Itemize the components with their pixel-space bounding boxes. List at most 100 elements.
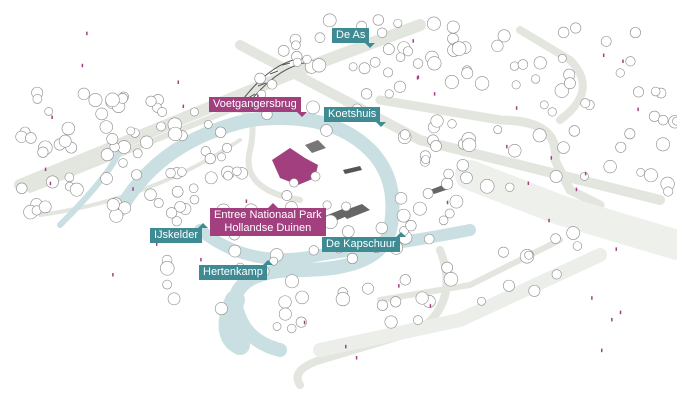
tree (508, 144, 522, 158)
tree (497, 29, 511, 43)
tree (38, 200, 52, 214)
tree (145, 95, 157, 107)
person-marker (446, 200, 449, 205)
tree (165, 207, 178, 219)
person-marker (412, 39, 414, 43)
tree (395, 52, 406, 62)
tree (430, 140, 442, 152)
label-voetgangersbrug[interactable]: Voetgangersbrug (209, 97, 307, 117)
tree (633, 86, 644, 98)
tree (551, 269, 562, 280)
tree (517, 59, 529, 70)
person-marker (398, 284, 400, 288)
tree (405, 219, 417, 232)
tree (292, 57, 302, 67)
label-hertenkamp[interactable]: Hertenkamp (199, 260, 273, 280)
tree (390, 296, 402, 308)
tree (376, 299, 389, 311)
tree (399, 129, 411, 140)
tree (430, 114, 444, 128)
tree (394, 192, 408, 205)
tree (624, 128, 636, 140)
label-entree-line1: Entree Nationaal Park (214, 209, 322, 221)
tree (160, 261, 175, 276)
tree (524, 250, 534, 260)
tree (493, 125, 503, 134)
tree (412, 58, 424, 69)
tree (214, 126, 227, 138)
tree (533, 56, 547, 70)
tree (615, 141, 627, 153)
tree (77, 87, 90, 100)
label-koetshuis[interactable]: Koetshuis (324, 107, 387, 127)
tree (64, 172, 75, 183)
tree (278, 295, 292, 309)
koetshuis-building (305, 140, 326, 153)
small-building (343, 166, 362, 174)
tree (399, 274, 411, 286)
tree (360, 88, 373, 100)
person-marker (86, 31, 88, 36)
tree (203, 120, 213, 129)
tree (167, 292, 181, 306)
tree (393, 80, 406, 93)
tree (438, 215, 449, 226)
tree (335, 291, 350, 307)
tree (375, 221, 388, 234)
tree (415, 291, 429, 305)
person-marker (417, 75, 420, 79)
tree (308, 245, 319, 256)
person-marker (591, 296, 593, 300)
tree (564, 77, 576, 90)
tree (505, 182, 515, 192)
tree (443, 272, 459, 287)
tree (644, 168, 658, 183)
person-marker (44, 167, 47, 172)
tree (106, 133, 119, 145)
tree (106, 198, 120, 212)
tree (314, 32, 326, 43)
tree (479, 179, 495, 194)
label-de-kapschuur[interactable]: De Kapschuur (322, 232, 406, 252)
tree (223, 170, 233, 181)
label-entree-line2: Hollandse Duinen (224, 222, 312, 234)
tree (580, 172, 589, 181)
tree (509, 61, 520, 71)
person-marker (506, 144, 508, 149)
person-marker (177, 80, 180, 84)
tree (427, 56, 442, 71)
tree (444, 75, 459, 89)
person-marker (257, 94, 259, 99)
tree (165, 167, 176, 179)
tree (278, 307, 292, 321)
tree (528, 284, 541, 297)
tree (384, 89, 394, 99)
tree (190, 107, 199, 117)
label-entree-nationaal-park[interactable]: Entree Nationaal Park Hollandse Duinen (210, 203, 326, 236)
tree (449, 194, 464, 209)
tree (189, 194, 200, 205)
tree (126, 126, 136, 136)
tree (413, 201, 427, 216)
tree (572, 241, 583, 251)
tree (629, 27, 641, 39)
tree (566, 226, 580, 240)
tree (369, 57, 381, 68)
tree (162, 279, 172, 290)
person-marker (619, 310, 622, 315)
tree (144, 188, 157, 201)
tree (358, 62, 371, 75)
label-de-as[interactable]: De As (332, 28, 376, 48)
tree (441, 261, 454, 274)
tree (272, 322, 282, 331)
tree (295, 290, 309, 305)
tree (100, 148, 114, 162)
label-ijskelder[interactable]: IJskelder (150, 223, 209, 243)
tree (342, 225, 355, 238)
person-marker (112, 273, 114, 277)
tree (289, 178, 299, 188)
tree (456, 159, 469, 172)
person-marker (245, 199, 248, 203)
tree (69, 182, 84, 197)
